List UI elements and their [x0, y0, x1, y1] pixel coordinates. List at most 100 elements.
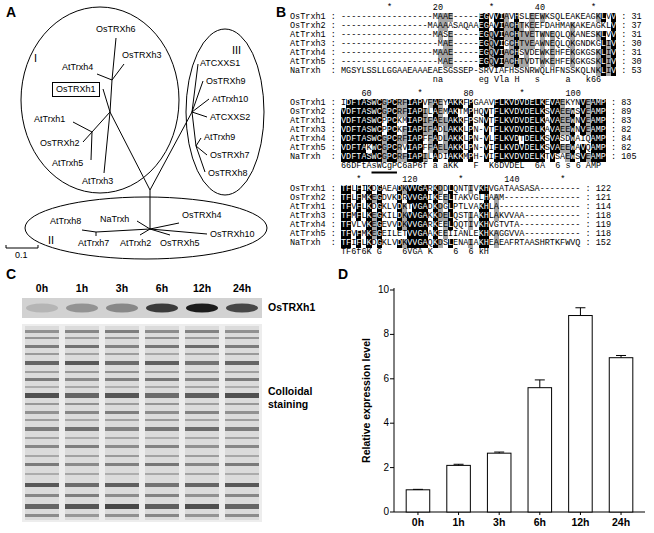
gene-name: AtTrxh10 [212, 94, 248, 105]
residue: W [570, 144, 575, 153]
residue: V [468, 203, 473, 212]
residue: C [377, 126, 382, 135]
gel-band [105, 473, 139, 475]
residue: W [540, 31, 545, 40]
residue: V [524, 58, 529, 67]
residue: - [356, 31, 361, 40]
residue: A [519, 230, 524, 239]
residue: A [499, 67, 504, 76]
position-ruler: * [489, 4, 494, 13]
residue: K [382, 203, 387, 212]
lane-label: 6h [156, 282, 168, 295]
gel-band [105, 419, 139, 421]
residue: W [570, 153, 575, 162]
residue: K [601, 22, 606, 31]
residue: K [565, 99, 570, 108]
residue-count: : 31 [616, 13, 642, 22]
sequence-row: OsTrxh2 : TFLFMKEGDVKDRVVGAIKEELTAKVGLHA… [290, 194, 611, 203]
residue: - [504, 203, 509, 212]
gel-band [105, 504, 139, 509]
residue: P [468, 117, 473, 126]
gene-name: NaTrxh [100, 214, 129, 225]
gene-name: OsTRXh2 [40, 138, 80, 149]
residue: A [382, 185, 387, 194]
residue: L [463, 203, 468, 212]
residue: A [519, 212, 524, 221]
residue: - [372, 49, 377, 58]
residue: F [509, 239, 514, 248]
residue: - [361, 58, 366, 67]
scale-label: 0.1 [15, 250, 28, 261]
residue: - [392, 49, 397, 58]
residue: - [397, 13, 402, 22]
residue: - [402, 31, 407, 40]
gel-band [25, 371, 59, 373]
residue: E [382, 221, 387, 230]
residue: - [402, 22, 407, 31]
residue: - [550, 212, 555, 221]
residue: V [611, 13, 616, 22]
tree-branch [112, 64, 124, 80]
residue: Q [540, 67, 545, 76]
residue: L [387, 239, 392, 248]
panel-letter: C [6, 266, 16, 282]
residue: T [509, 221, 514, 230]
consensus-row: na eg Vla H s a k66 [433, 76, 601, 85]
residue: V [387, 221, 392, 230]
residue: - [407, 40, 412, 49]
gel-band [105, 494, 139, 497]
separator: : [326, 185, 341, 194]
residue: - [468, 49, 473, 58]
residue: - [529, 194, 534, 203]
axis-tick [390, 467, 394, 468]
residue: P [468, 108, 473, 117]
gel-band [185, 353, 219, 355]
consensus-row: TF6f6K G 6VGA K 6 6 kH [341, 248, 489, 257]
gene-name: OsTRXh6 [96, 24, 136, 35]
residue: G [586, 49, 591, 58]
residue: K [555, 239, 560, 248]
tree-branch [97, 74, 112, 80]
residue: K [458, 99, 463, 108]
residue: K [580, 22, 585, 31]
gel-band [145, 504, 179, 509]
residue: D [438, 239, 443, 248]
gel-lane [65, 326, 99, 520]
residue: A [423, 230, 428, 239]
residue-count: : 30 [616, 58, 642, 67]
clade-number: III [232, 44, 241, 57]
residue: K [545, 13, 550, 22]
residue: V [484, 135, 489, 144]
gel-band [105, 445, 139, 448]
gel-band [105, 345, 139, 348]
gel-band [145, 437, 179, 439]
residue: V [484, 144, 489, 153]
residue: - [366, 22, 371, 31]
residue: I [499, 40, 504, 49]
sequence-name: AtTrxh3 [290, 40, 326, 49]
residue: H [473, 153, 478, 162]
sequence-name: AtTrxh5 [290, 58, 326, 67]
residue: Q [458, 221, 463, 230]
residue: - [341, 40, 346, 49]
residue: - [433, 58, 438, 67]
gel-band [65, 463, 99, 466]
residue: - [392, 13, 397, 22]
residue: S [519, 13, 524, 22]
residue: - [555, 212, 560, 221]
residue: - [382, 58, 387, 67]
separator: : [326, 108, 341, 117]
residue: A [514, 185, 519, 194]
gel-band [185, 361, 219, 365]
residue: S [514, 67, 519, 76]
residue: - [356, 13, 361, 22]
gel-band [225, 514, 259, 517]
gel-band [145, 463, 179, 466]
residue: - [387, 49, 392, 58]
residue: F [560, 239, 565, 248]
residue: V [351, 221, 356, 230]
residue: E [560, 99, 565, 108]
residue: Q [555, 31, 560, 40]
residue: I [387, 230, 392, 239]
error-bar [454, 464, 464, 465]
